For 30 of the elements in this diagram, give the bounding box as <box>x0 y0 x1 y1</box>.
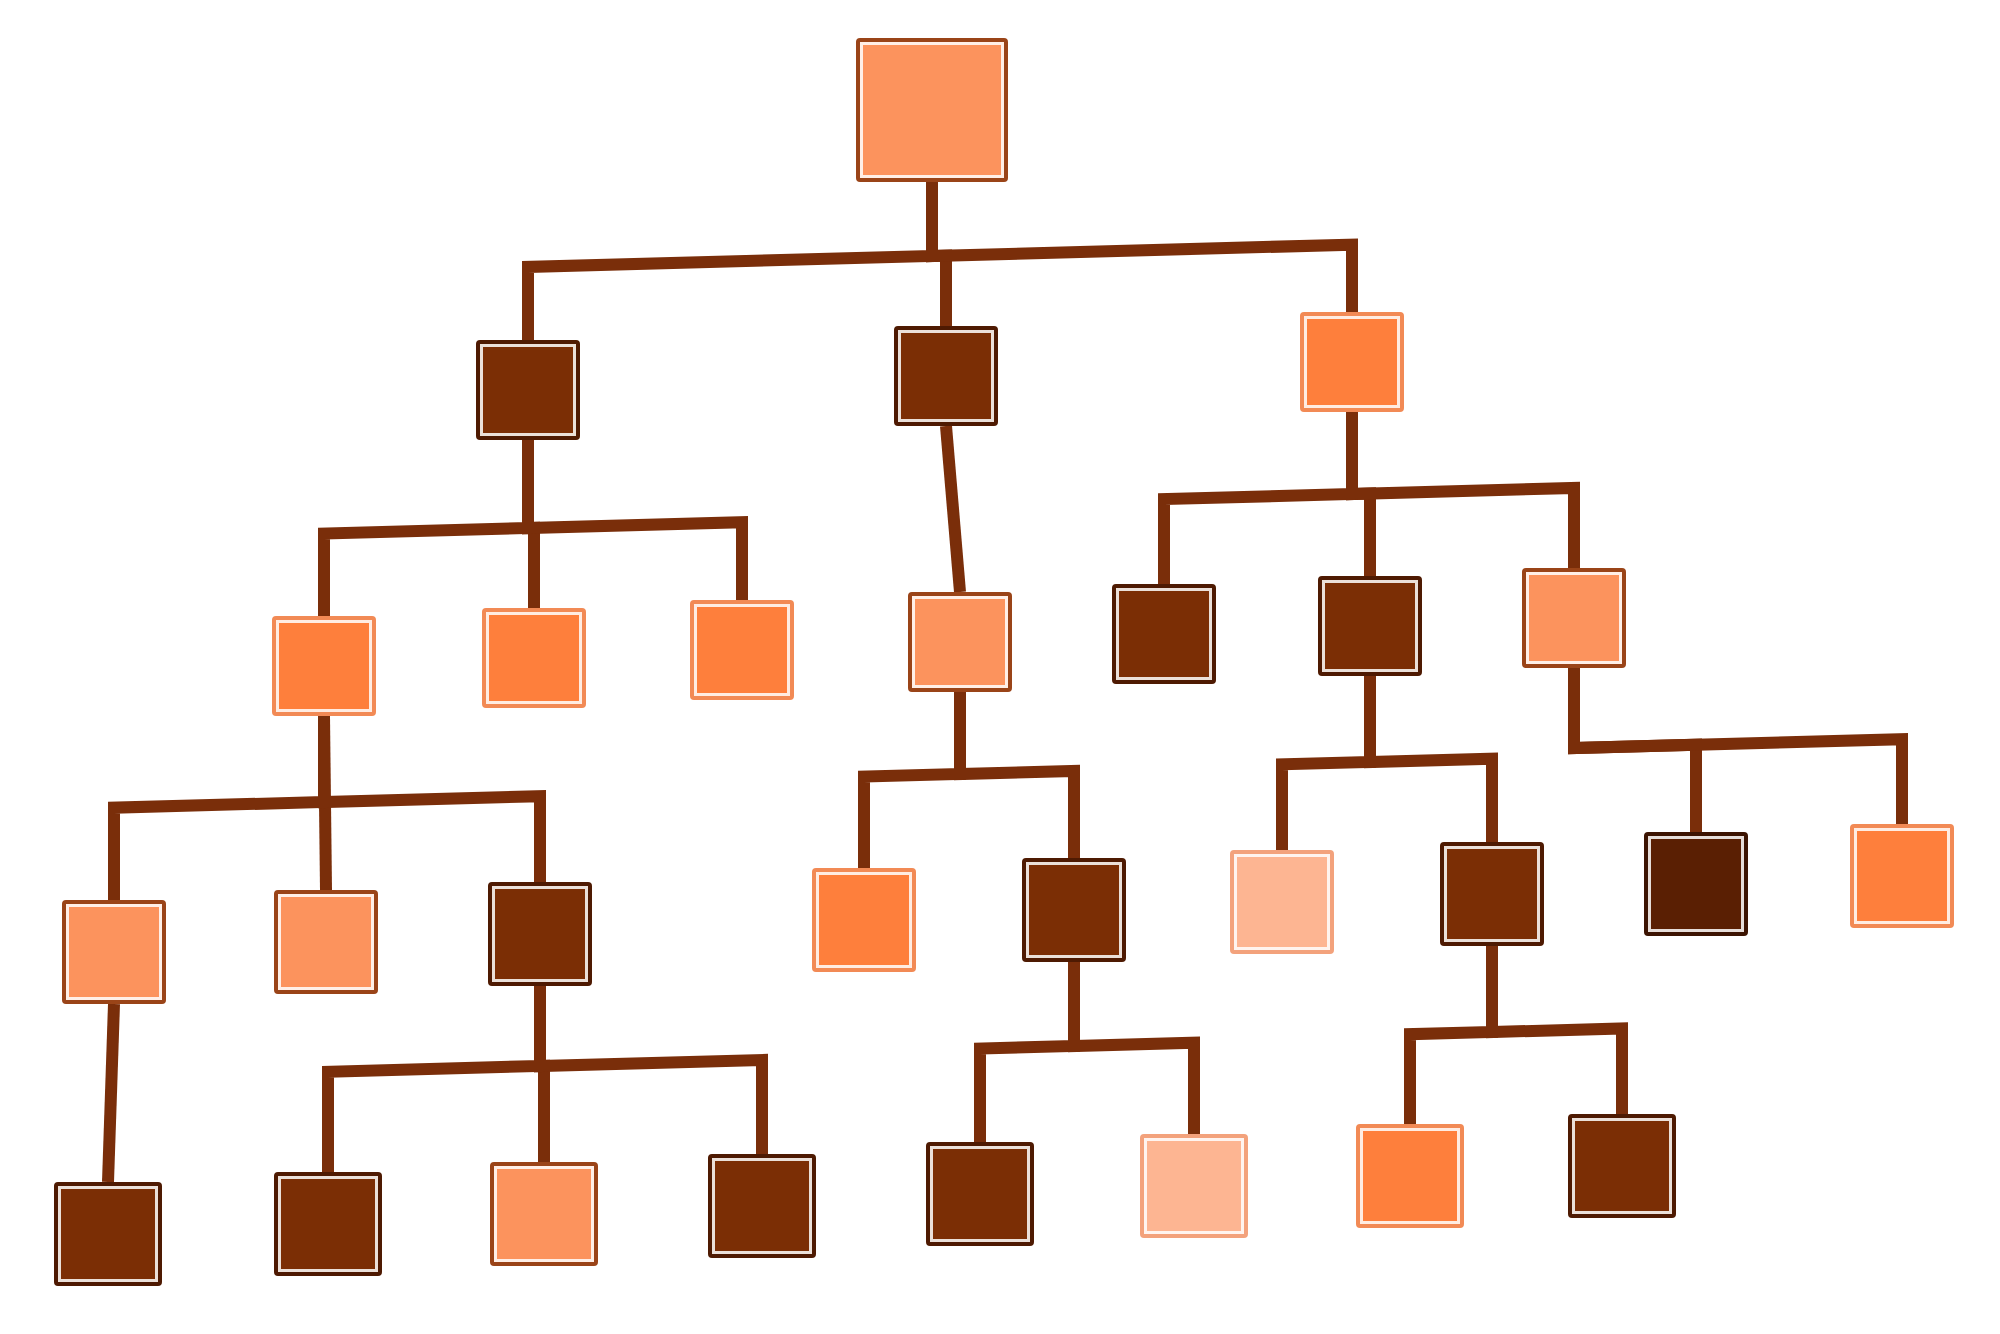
org-chart-box <box>1230 850 1334 954</box>
org-chart-box <box>1140 1134 1248 1238</box>
org-chart-box <box>1022 858 1126 962</box>
org-chart-box <box>1112 584 1216 684</box>
org-chart-box <box>54 1182 162 1286</box>
org-chart-box <box>1440 842 1544 946</box>
connector-line <box>102 1003 120 1183</box>
connector-line <box>940 425 966 593</box>
org-chart-box <box>1318 576 1422 676</box>
org-chart-box <box>482 608 586 708</box>
org-chart-box <box>1850 824 1954 928</box>
org-chart-box <box>1522 568 1626 668</box>
org-chart-box <box>1300 312 1404 412</box>
org-chart-box <box>274 890 378 994</box>
org-chart-box <box>894 326 998 426</box>
org-chart-box <box>908 592 1012 692</box>
org-chart-box <box>490 1162 598 1266</box>
org-chart-box <box>856 38 1008 182</box>
org-chart-box <box>274 1172 382 1276</box>
org-chart-box <box>1644 832 1748 936</box>
org-chart-box <box>272 616 376 716</box>
org-chart-box <box>690 600 794 700</box>
org-chart-box <box>812 868 916 972</box>
org-chart-box <box>1356 1124 1464 1228</box>
org-chart-box <box>476 340 580 440</box>
org-chart-box <box>1568 1114 1676 1218</box>
org-chart-box <box>708 1154 816 1258</box>
org-chart-box <box>488 882 592 986</box>
org-chart-box <box>926 1142 1034 1246</box>
org-chart-box <box>62 900 166 1004</box>
